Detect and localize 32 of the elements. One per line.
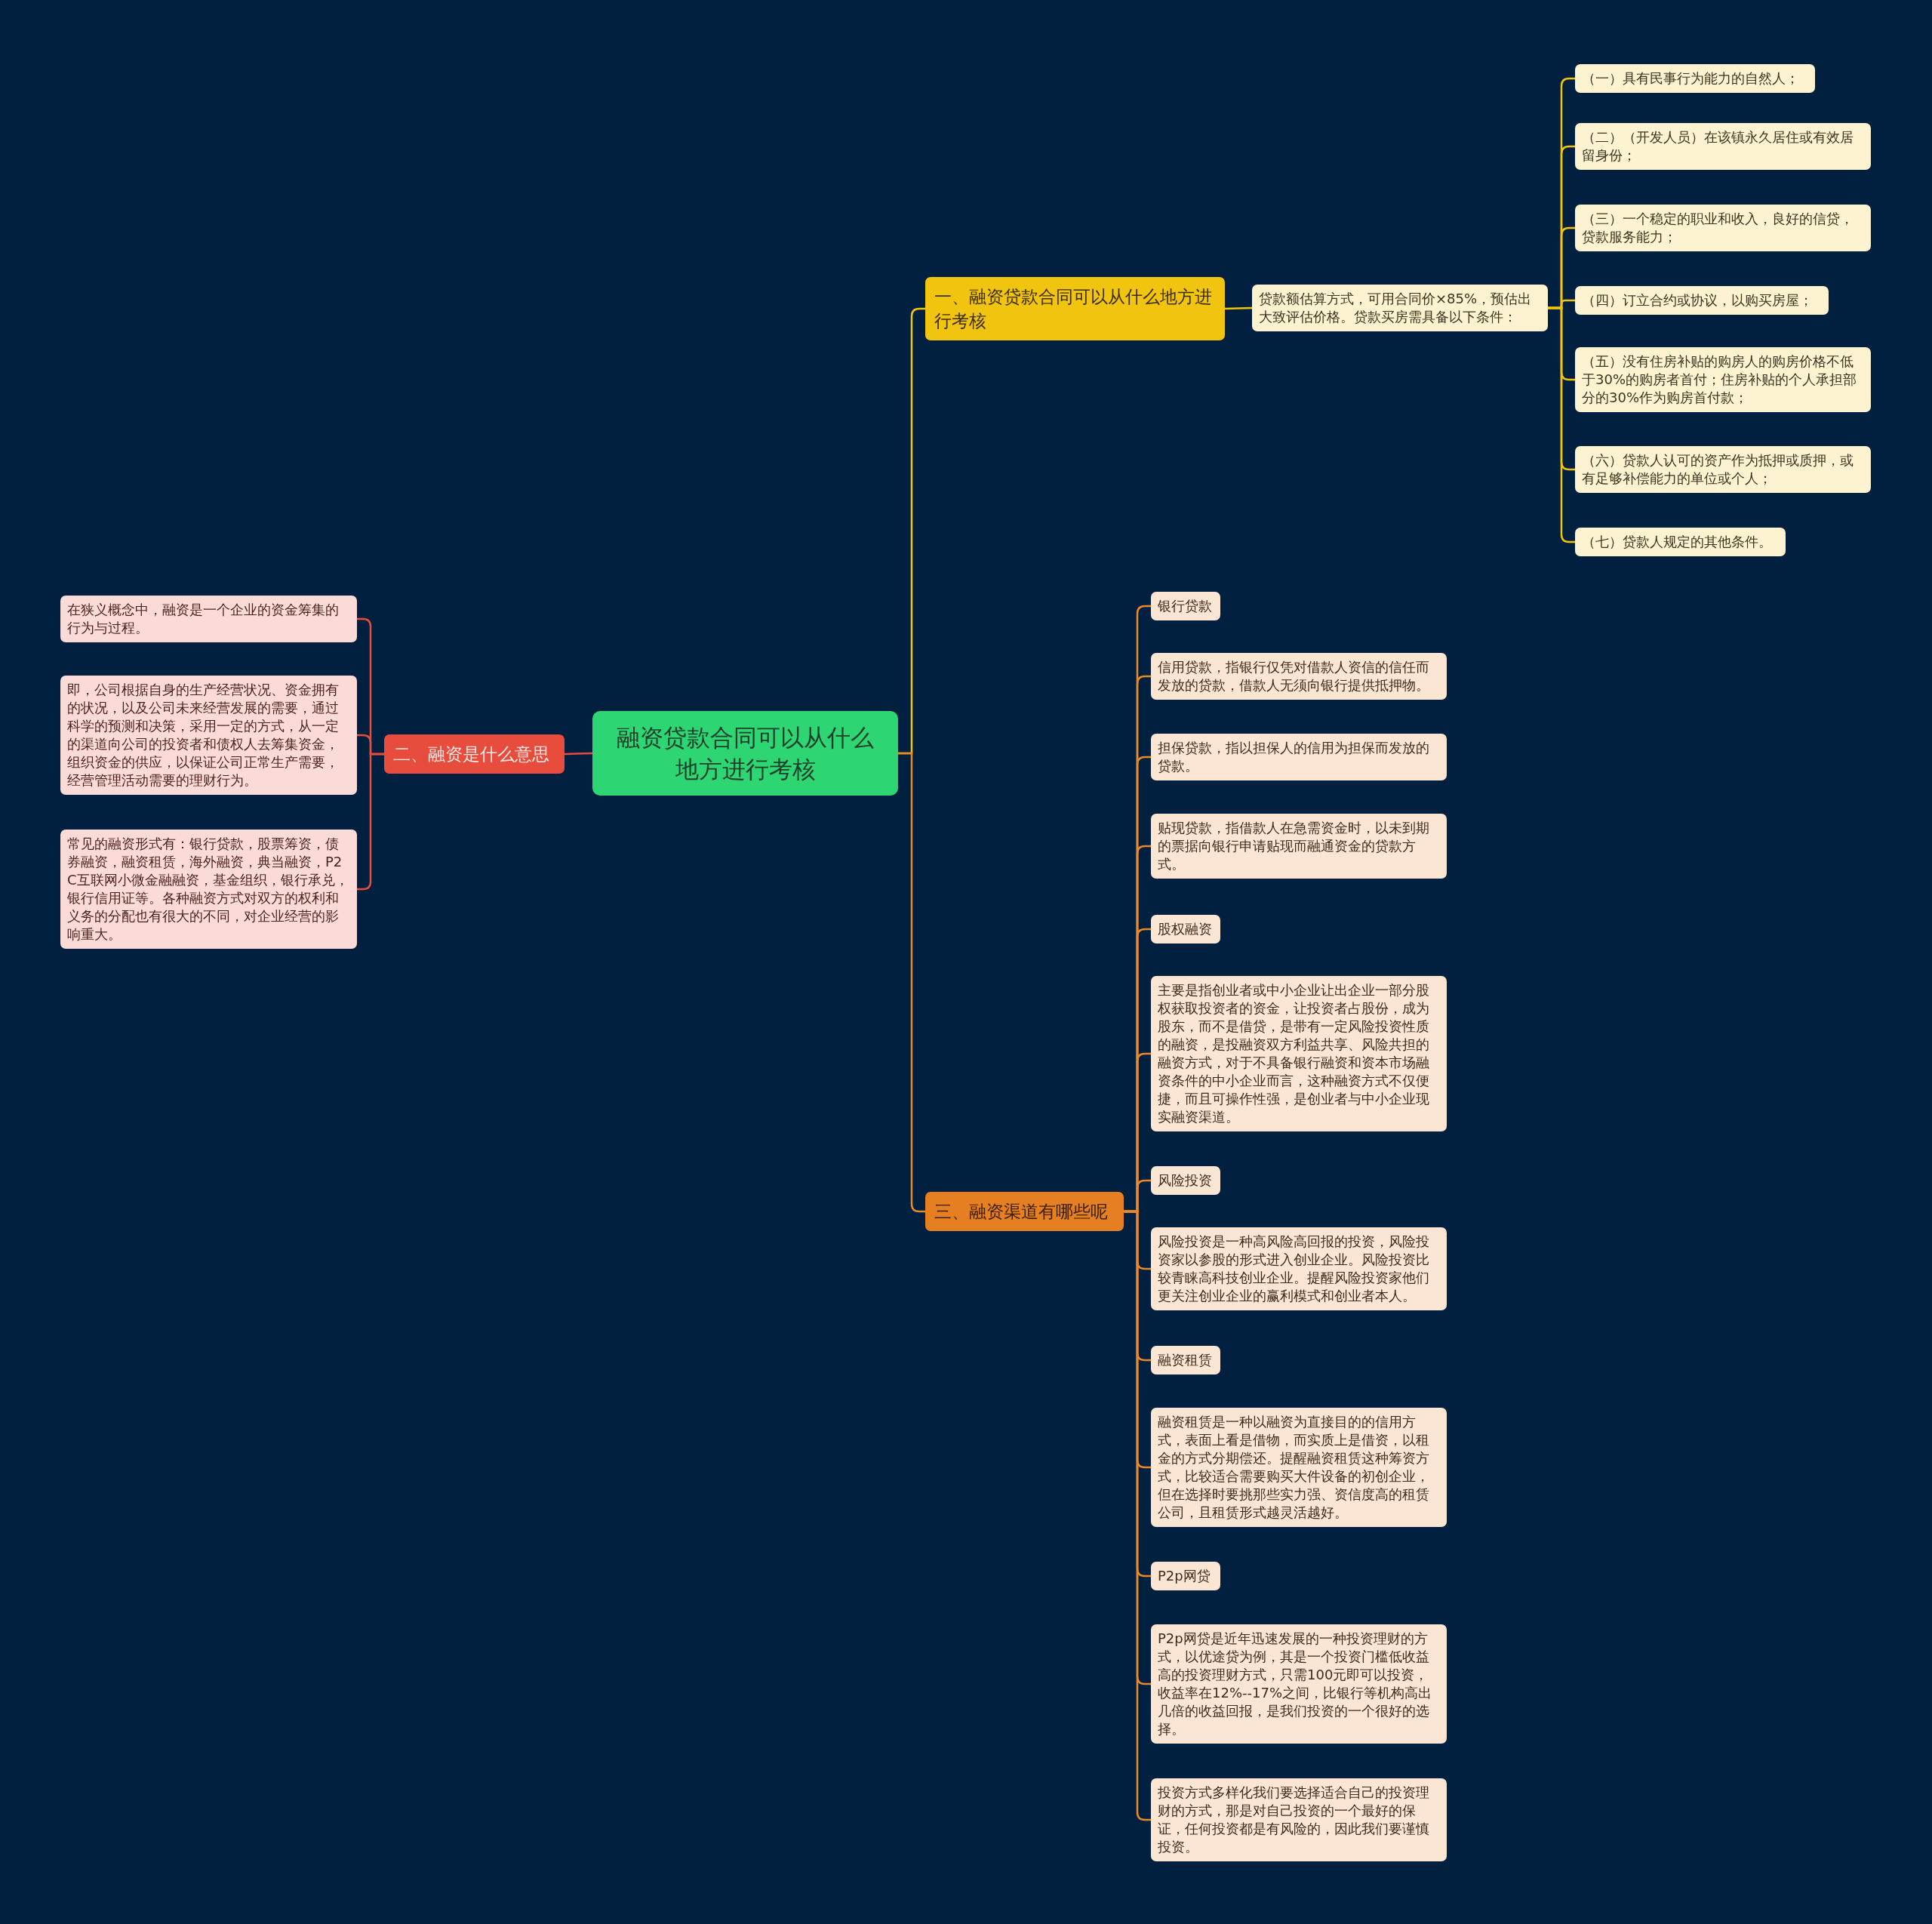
subtopic-box: 融资租赁是一种以融资为直接目的的信用方式，表面上看是借物，而实质上是借资，以租金的方式分期偿还。提醒融资租赁这种筹资方式，比较适合需要购买大件设备的初创企业，但在选择时要挑那些实力强、资信度高的租赁公司，且租赁形式越灵活越好。: [1151, 1408, 1447, 1527]
branch-topic: 三、融资渠道有哪些呢: [925, 1192, 1124, 1231]
central-topic: 融资贷款合同可以从什么地方进行考核: [592, 711, 898, 796]
subtopic-box: （七）贷款人规定的其他条件。: [1575, 528, 1786, 556]
subtopic-box: 担保贷款，指以担保人的信用为担保而发放的贷款。: [1151, 734, 1447, 780]
connector-line: [1224, 306, 1253, 310]
subtopic-box: （二）（开发人员）在该镇永久居住或有效居留身份；: [1575, 123, 1871, 170]
branch-topic: 一、融资贷款合同可以从什么地方进行考核: [925, 277, 1225, 340]
subtopic-box: 贴现贷款，指借款人在急需资金时，以未到期的票据向银行申请贴现而融通资金的贷款方式。: [1151, 814, 1447, 879]
subtopic-box: 风险投资: [1151, 1166, 1220, 1195]
subtopic-box: 股权融资: [1151, 915, 1220, 944]
subtopic-box: （一）具有民事行为能力的自然人；: [1575, 64, 1815, 93]
subtopic-box: 即，公司根据自身的生产经营状况、资金拥有的状况，以及公司未来经营发展的需要，通过科学的预测和决策，采用一定的方式，从一定的渠道向公司的投资者和债权人去筹集资金，组织资金的供应，以保证公司正常生产需要，经营管理活动需要的理财行为。: [60, 676, 357, 795]
subtopic-box: P2p网贷是近年迅速发展的一种投资理财的方式，以优途贷为例，其是一个投资门槛低收益高的投资理财方式，只需100元即可以投资，收益率在12%--17%之间，比银行等机构高出几倍的收益回报，是我们投资的一个很好的选择。: [1151, 1624, 1447, 1744]
subtopic-box: P2p网贷: [1151, 1562, 1220, 1590]
subtopic-box: （四）订立合约或协议，以购买房屋；: [1575, 286, 1829, 315]
subtopic-box: 主要是指创业者或中小企业让出企业一部分股权获取投资者的资金，让投资者占股份，成为股东，而不是借贷，是带有一定风险投资性质的融资，是投融资双方利益共享、风险共担的融资方式，对于不具备银行融资和资本市场融资条件的中小企业而言，这种融资方式不仅便捷，而且可操作性强，是创业者与中小企业现实融资渠道。: [1151, 976, 1447, 1131]
connector-line: [357, 753, 384, 891]
subtopic-box: 银行贷款: [1151, 592, 1220, 620]
connector-line: [564, 752, 593, 756]
subtopic-box: 贷款额估算方式，可用合同价×85%，预估出大致评估价格。贷款买房需具备以下条件：: [1252, 285, 1548, 331]
subtopic-box: （三）一个稳定的职业和收入，良好的信贷，贷款服务能力；: [1575, 205, 1871, 251]
subtopic-box: 在狭义概念中，融资是一个企业的资金筹集的行为与过程。: [60, 596, 357, 642]
connector-line: [1548, 306, 1575, 543]
branch-topic: 二、融资是什么意思: [384, 734, 565, 774]
subtopic-box: 信用贷款，指银行仅凭对借款人资信的信任而发放的贷款，借款人无须向银行提供抵押物。: [1151, 653, 1447, 700]
subtopic-box: （六）贷款人认可的资产作为抵押或质押，或有足够补偿能力的单位或个人；: [1575, 446, 1871, 493]
subtopic-box: 投资方式多样化我们要选择适合自己的投资理财的方式，那是对自己投资的一个最好的保证，任何投资都是有风险的，因此我们要谨慎投资。: [1151, 1778, 1447, 1861]
subtopic-box: 风险投资是一种高风险高回报的投资，风险投资家以参股的形式进入创业企业。风险投资比较青睐高科技创业企业。提醒风险投资家他们更关注创业企业的赢利模式和创业者本人。: [1151, 1227, 1447, 1310]
subtopic-box: 融资租赁: [1151, 1346, 1220, 1375]
subtopic-box: 常见的融资形式有：银行贷款，股票筹资，债券融资，融资租赁，海外融资，典当融资，P2C互联网小微金融融资，基金组织，银行承兑，银行信用证等。各种融资方式对双方的权利和义务的分配也有很大的不同，对企业经营的影响重大。: [60, 830, 357, 949]
subtopic-box: （五）没有住房补贴的购房人的购房价格不低于30%的购房者首付；住房补贴的个人承担部分的30%作为购房首付款；: [1575, 347, 1871, 412]
